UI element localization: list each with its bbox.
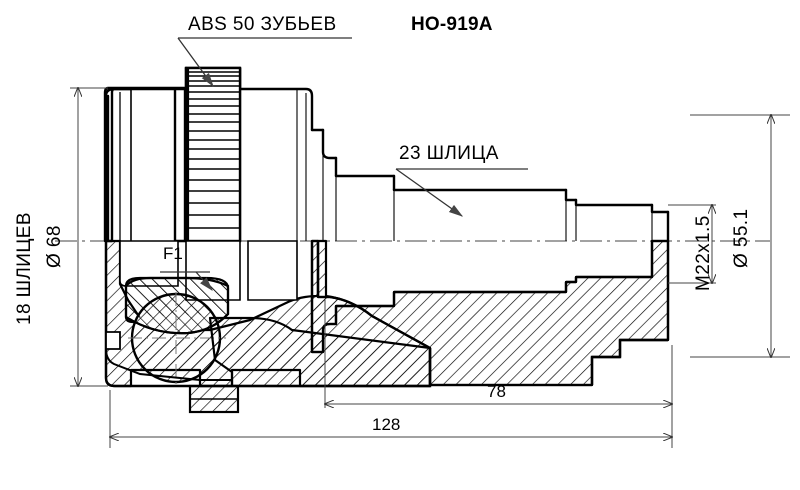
dimension-flange-diameter xyxy=(690,115,790,357)
leader-inner-splines xyxy=(395,168,528,217)
part-number-label: HO-919A xyxy=(411,14,493,35)
dimension-total-length xyxy=(110,390,672,448)
shaft-length-label: 78 xyxy=(487,382,506,401)
dimension-thread xyxy=(668,205,716,283)
f1-callout-label: F1 xyxy=(163,244,183,263)
total-length-label: 128 xyxy=(372,415,401,434)
leader-abs-ring xyxy=(177,37,352,88)
outer-splines-label: 18 ШЛИЦЕВ xyxy=(14,212,35,325)
cv-joint-housing-outline xyxy=(103,86,187,243)
outer-diameter-label: Ø 68 xyxy=(44,225,65,268)
housing-inner-detail-lines xyxy=(119,89,653,241)
inner-splines-label: 23 ШЛИЦА xyxy=(399,143,499,164)
abs-tone-ring xyxy=(184,66,242,243)
abs-ring-label: ABS 50 ЗУБЬЕВ xyxy=(188,14,337,35)
flange-diameter-label: Ø 55.1 xyxy=(731,208,752,268)
housing-cross-section xyxy=(104,239,670,414)
leader-f1 xyxy=(160,271,213,291)
thread-label: M22x1.5 xyxy=(693,215,714,291)
dimension-shaft-length xyxy=(325,300,672,408)
section-edge-lines xyxy=(310,241,670,352)
dimension-outer-diameter xyxy=(70,88,108,386)
